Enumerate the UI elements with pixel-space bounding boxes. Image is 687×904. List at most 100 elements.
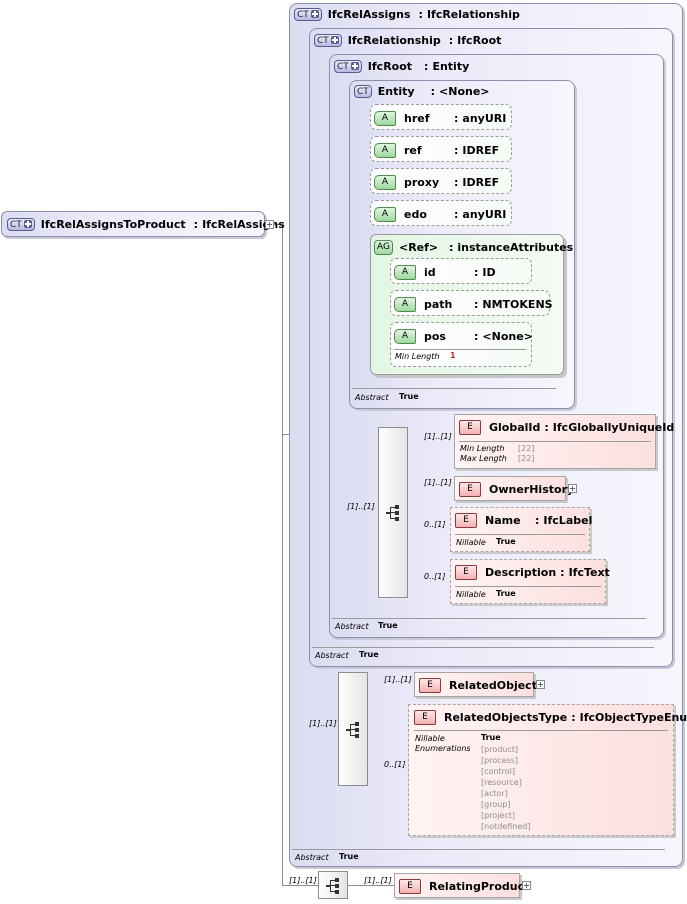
element-name-text: RelatedObjectsType bbox=[444, 711, 568, 724]
nillable-label: Nillable bbox=[415, 734, 445, 743]
expand-icon[interactable] bbox=[522, 881, 531, 890]
attribute-name: edo bbox=[404, 208, 427, 221]
element-globalid[interactable]: E GlobalId : IfcGloballyUniqueId Min Len… bbox=[454, 414, 674, 469]
element-name[interactable]: E Name : IfcLabel Nillable True bbox=[450, 507, 592, 552]
element-icon: E bbox=[399, 879, 421, 894]
sequence-compositor-root[interactable] bbox=[378, 427, 408, 598]
type-separator: : bbox=[454, 144, 459, 157]
nillable-label: Nillable bbox=[456, 590, 486, 599]
attribute-name: id bbox=[424, 266, 436, 279]
attribute-ref[interactable]: A ref : IDREF bbox=[370, 136, 512, 162]
attribute-group-type: instanceAttributes bbox=[457, 241, 574, 254]
attribute-type: ID bbox=[482, 266, 496, 279]
attribute-type: NMTOKENS bbox=[482, 298, 553, 311]
type-separator: : bbox=[454, 112, 459, 125]
complex-type-icon: CT bbox=[334, 60, 362, 73]
type-separator: : bbox=[474, 330, 479, 343]
nillable-value: True bbox=[496, 589, 516, 598]
ct-type: IfcRoot bbox=[457, 34, 502, 47]
enum-value: [process] bbox=[481, 756, 518, 765]
type-separator: : bbox=[418, 8, 423, 21]
complex-type-icon: CT bbox=[354, 85, 372, 98]
sequence-compositor-product[interactable] bbox=[318, 871, 348, 899]
abstract-label: Abstract bbox=[355, 393, 389, 402]
element-relatingproduct[interactable]: E RelatingProduct bbox=[394, 873, 529, 898]
max-length-label: Max Length bbox=[460, 454, 507, 463]
attribute-group-icon: AG bbox=[374, 240, 393, 255]
attribute-icon: A bbox=[394, 297, 416, 312]
type-separator: : bbox=[560, 566, 565, 579]
element-relatedobjectstype[interactable]: E RelatedObjectsType : IfcObjectTypeEnum… bbox=[408, 704, 687, 836]
collapse-toggle-icon[interactable] bbox=[265, 220, 274, 229]
element-multiplicity: [1]..[1] bbox=[424, 478, 452, 487]
attribute-pos[interactable]: A pos : <None> Min Length 1 bbox=[390, 322, 533, 367]
ct-name: Entity bbox=[377, 85, 415, 98]
expand-icon[interactable] bbox=[536, 680, 545, 689]
attribute-proxy[interactable]: A proxy : IDREF bbox=[370, 168, 512, 194]
element-name-text: RelatingProduct bbox=[429, 880, 530, 893]
abstract-value: True bbox=[359, 650, 379, 659]
ct-type: Entity bbox=[432, 60, 470, 73]
root-element-name: IfcRelAssignsToProduct bbox=[40, 218, 186, 231]
enum-value: [resource] bbox=[481, 778, 522, 787]
type-separator: : bbox=[535, 514, 540, 527]
element-relatedobjects[interactable]: E RelatedObjects bbox=[414, 672, 544, 697]
sequence-multiplicity: [1]..[1] bbox=[309, 719, 337, 728]
type-separator: : bbox=[454, 208, 459, 221]
attribute-name: ref bbox=[404, 144, 422, 157]
attribute-group-name: <Ref> bbox=[398, 241, 439, 254]
element-name-text: Description bbox=[485, 566, 557, 579]
sequence-icon bbox=[386, 505, 399, 521]
type-separator: : bbox=[448, 34, 454, 47]
complex-type-icon: CT bbox=[7, 218, 35, 231]
attribute-href[interactable]: A href : anyURI bbox=[370, 104, 512, 130]
element-icon: E bbox=[459, 420, 481, 435]
ct-name: IfcRelAssigns bbox=[327, 8, 411, 21]
element-multiplicity: 0..[1] bbox=[384, 760, 406, 769]
enum-value: [actor] bbox=[481, 789, 508, 798]
expand-icon[interactable] bbox=[568, 484, 577, 493]
type-separator: : bbox=[448, 241, 454, 254]
abstract-value: True bbox=[339, 852, 359, 861]
ct-type: <None> bbox=[439, 85, 490, 98]
attribute-id[interactable]: A id : ID bbox=[390, 258, 532, 284]
ct-name: IfcRelationship bbox=[347, 34, 441, 47]
min-length-label: Min Length bbox=[460, 444, 505, 453]
enum-value: [notdefined] bbox=[481, 822, 531, 831]
element-multiplicity: 0..[1] bbox=[424, 520, 446, 529]
element-ownerhistory[interactable]: E OwnerHistory bbox=[454, 476, 574, 501]
type-separator: : bbox=[424, 60, 429, 73]
type-separator: : bbox=[474, 298, 479, 311]
element-type: IfcGloballyUniqueId bbox=[552, 421, 675, 434]
element-name-text: Name bbox=[485, 514, 521, 527]
type-separator: : bbox=[571, 711, 576, 724]
nillable-value: True bbox=[496, 537, 516, 546]
attribute-path[interactable]: A path : NMTOKENS bbox=[390, 290, 553, 316]
enumerations-list: [product] [process] [control] [resource]… bbox=[481, 744, 530, 832]
sequence-compositor-assigns[interactable] bbox=[338, 672, 368, 786]
element-name: OwnerHistory bbox=[489, 483, 575, 496]
enum-value: [product] bbox=[481, 745, 519, 754]
abstract-value: True bbox=[399, 392, 419, 401]
abstract-label: Abstract bbox=[315, 651, 349, 660]
element-icon: E bbox=[414, 710, 436, 725]
element-icon: E bbox=[455, 565, 477, 580]
element-name-text: RelatedObjects bbox=[449, 679, 544, 692]
enum-value: [group] bbox=[481, 800, 511, 809]
complex-type-icon: CT bbox=[294, 8, 322, 21]
root-element-type: IfcRelAssigns bbox=[202, 218, 285, 231]
element-icon: E bbox=[419, 678, 441, 693]
root-element-box[interactable]: CT IfcRelAssignsToProduct : IfcRelAssign… bbox=[1, 211, 285, 237]
enumerations-label: Enumerations bbox=[415, 744, 471, 753]
attribute-edo[interactable]: A edo : anyURI bbox=[370, 200, 512, 226]
max-length-value: [22] bbox=[518, 454, 535, 463]
enum-value: [control] bbox=[481, 767, 515, 776]
attribute-icon: A bbox=[374, 111, 396, 126]
ct-name: IfcRoot bbox=[367, 60, 413, 73]
attribute-type: anyURI bbox=[462, 208, 507, 221]
element-description[interactable]: E Description : IfcText Nillable True bbox=[450, 559, 610, 604]
abstract-value: True bbox=[378, 621, 398, 630]
type-separator: : bbox=[193, 218, 199, 231]
complex-type-icon: CT bbox=[314, 34, 342, 47]
min-length-value: [22] bbox=[518, 444, 535, 453]
